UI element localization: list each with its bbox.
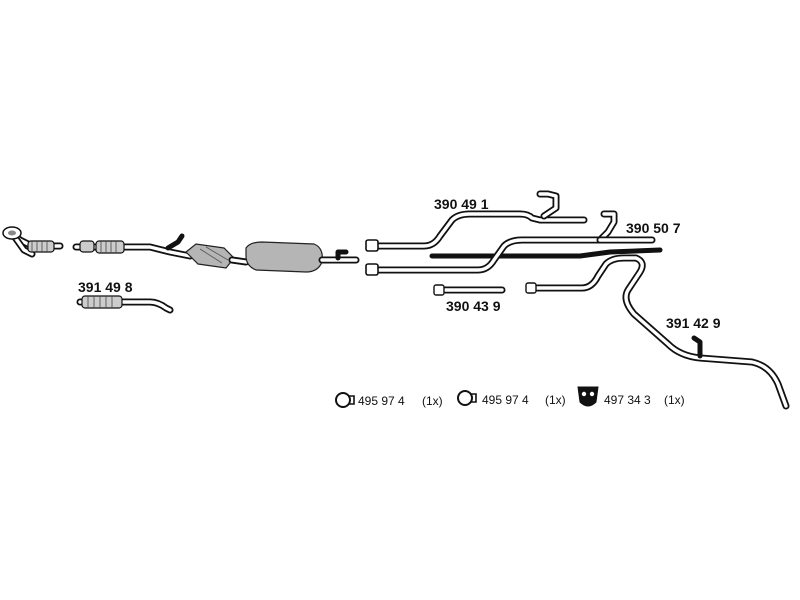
connecting-pipe[interactable] [433, 284, 506, 296]
accessory-number: 495 97 4 [358, 394, 405, 408]
part-number-390439: 390 43 9 [446, 298, 501, 314]
accessory-qty: (1x) [422, 394, 443, 408]
flange-icon [2, 226, 22, 240]
rubber-mount-icon [577, 386, 599, 407]
rear-pipe-upper[interactable] [365, 190, 588, 252]
flex-section [95, 240, 125, 254]
accessory-number: 497 34 3 [604, 393, 651, 407]
rear-pipe-main[interactable] [365, 210, 663, 276]
accessory-item[interactable]: 497 34 3 (1x) [577, 386, 685, 407]
part-number-391498: 391 49 8 [78, 279, 133, 295]
pipe-clamp-icon [335, 392, 355, 408]
accessory-item[interactable]: 495 97 4 (1x) [457, 390, 566, 407]
accessory-item[interactable]: 495 97 4 (1x) [335, 392, 443, 408]
front-pipe[interactable] [2, 226, 64, 258]
flex-section [27, 240, 55, 253]
tail-pipe[interactable] [525, 254, 790, 410]
pipe-clamp-icon [457, 390, 477, 406]
flex-pipe-separate[interactable] [76, 295, 174, 314]
part-number-391429: 391 42 9 [666, 315, 721, 331]
part-number-390507: 390 50 7 [626, 220, 681, 236]
accessory-qty: (1x) [545, 393, 566, 407]
accessory-qty: (1x) [664, 393, 685, 407]
part-number-390491: 390 49 1 [434, 196, 489, 212]
accessory-number: 495 97 4 [482, 393, 529, 407]
centre-silencer[interactable] [245, 241, 360, 273]
intermediate-pipe[interactable] [72, 233, 194, 260]
catalytic-converter[interactable] [185, 243, 250, 269]
